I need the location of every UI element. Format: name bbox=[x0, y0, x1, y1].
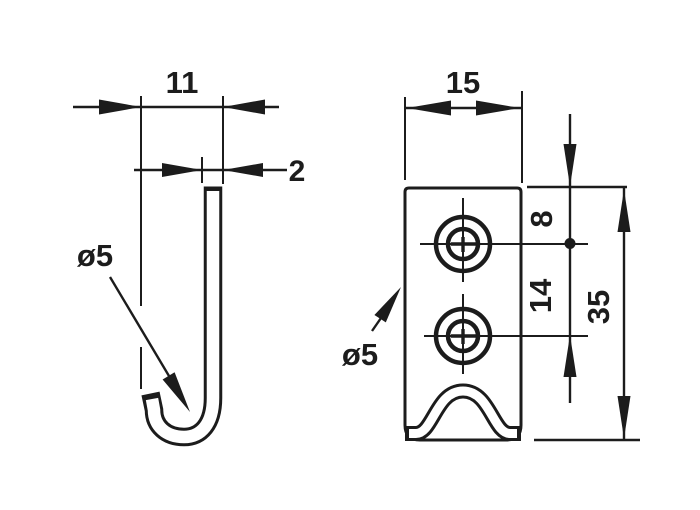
arrowhead-left-icon bbox=[407, 100, 451, 116]
dim-label-35: 35 bbox=[581, 290, 616, 324]
dia-label-5-front: ø5 bbox=[342, 337, 378, 372]
arrowhead-up-icon bbox=[617, 189, 631, 232]
leader-line bbox=[108, 276, 171, 377]
arrowhead-up-icon bbox=[563, 335, 577, 377]
upper-hole bbox=[420, 198, 588, 282]
dia-label-5-side: ø5 bbox=[77, 238, 113, 273]
dim-label-15: 15 bbox=[446, 65, 480, 100]
hole-circle bbox=[445, 318, 481, 354]
hump-fill bbox=[409, 386, 517, 438]
front-view: 15 bbox=[342, 65, 640, 442]
countersink-circle bbox=[433, 214, 493, 274]
hook-wire-fill bbox=[145, 191, 220, 444]
leader-line bbox=[371, 317, 382, 332]
side-view: 11 2 ø5 bbox=[73, 65, 306, 447]
arrowhead-right-icon bbox=[99, 99, 141, 115]
arrowhead-right-icon bbox=[162, 163, 202, 177]
hole-circle bbox=[445, 226, 481, 262]
dim-label-14: 14 bbox=[523, 278, 558, 313]
lower-hole bbox=[424, 294, 588, 374]
arrowhead-down-icon bbox=[617, 396, 631, 439]
dim-label-11: 11 bbox=[166, 65, 199, 100]
arrowhead-right-icon bbox=[476, 100, 520, 116]
leader-arrowhead-icon bbox=[374, 287, 401, 323]
arrowhead-down-icon bbox=[563, 144, 577, 187]
arrowhead-left-icon bbox=[223, 99, 265, 115]
countersink-circle bbox=[433, 306, 493, 366]
dim-label-8: 8 bbox=[524, 210, 559, 227]
dimension-dot bbox=[564, 238, 576, 249]
dim-label-2: 2 bbox=[289, 155, 306, 188]
arrowhead-left-icon bbox=[223, 163, 263, 177]
leader-arrowhead-icon bbox=[162, 372, 190, 412]
